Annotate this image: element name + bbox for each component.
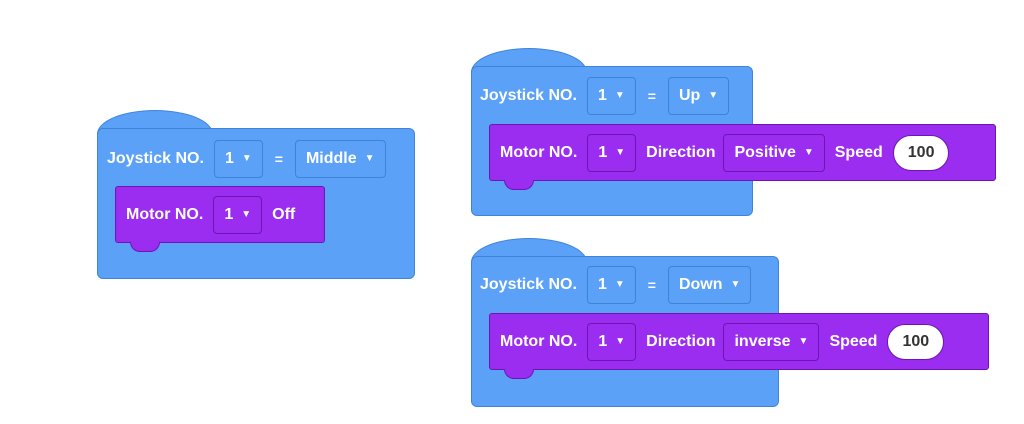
caret-down-icon: ▼ [241,153,252,164]
joystick-label: Joystick NO. [480,276,577,293]
motor-label: Motor NO. [500,332,578,350]
direction-dropdown[interactable]: Positive ▼ [723,133,825,172]
caret-down-icon: ▼ [798,335,809,347]
speed-input[interactable]: 100 [887,323,945,360]
caret-down-icon: ▼ [615,335,626,347]
joystick-label: Joystick NO. [480,87,577,104]
joystick-condition-row: Joystick NO. 1 ▼ = Middle ▼ [107,137,386,181]
joystick-condition-dropdown[interactable]: Middle ▼ [294,140,386,178]
caret-down-icon: ▼ [708,90,719,101]
caret-down-icon: ▼ [364,153,375,164]
motor-action-label: Off [272,205,296,223]
direction-label: Direction [646,143,716,161]
motor-label: Motor NO. [500,143,578,161]
motor-run-block[interactable]: Motor NO. 1 ▼ Direction inverse ▼ Speed … [489,313,989,379]
joystick-condition-dropdown[interactable]: Up ▼ [667,77,730,115]
equals-sign: = [647,277,656,293]
caret-down-icon: ▼ [615,146,626,158]
joystick-number-dropdown[interactable]: 1 ▼ [586,266,636,304]
motor-number-dropdown[interactable]: 1 ▼ [213,195,263,234]
direction-dropdown[interactable]: inverse ▼ [723,322,820,361]
caret-down-icon: ▼ [803,146,814,158]
caret-down-icon: ▼ [614,279,625,290]
caret-down-icon: ▼ [614,90,625,101]
speed-label: Speed [834,143,883,161]
joystick-condition-row: Joystick NO. 1 ▼ = Up ▼ [480,74,730,118]
joystick-condition-dropdown[interactable]: Down ▼ [667,266,752,304]
motor-off-block[interactable]: Motor NO. 1 ▼ Off [115,186,325,252]
direction-label: Direction [646,332,716,350]
motor-number-dropdown[interactable]: 1 ▼ [587,133,637,172]
speed-label: Speed [829,332,878,350]
joystick-condition-row: Joystick NO. 1 ▼ = Down ▼ [480,263,752,307]
motor-label: Motor NO. [126,205,204,223]
joystick-number-dropdown[interactable]: 1 ▼ [213,140,263,178]
joystick-label: Joystick NO. [107,150,204,167]
caret-down-icon: ▼ [241,208,252,220]
joystick-number-dropdown[interactable]: 1 ▼ [586,77,636,115]
motor-number-dropdown[interactable]: 1 ▼ [587,322,637,361]
speed-input[interactable]: 100 [892,134,950,171]
equals-sign: = [274,151,283,167]
equals-sign: = [647,88,656,104]
motor-run-block[interactable]: Motor NO. 1 ▼ Direction Positive ▼ Speed… [489,124,996,190]
caret-down-icon: ▼ [730,279,741,290]
